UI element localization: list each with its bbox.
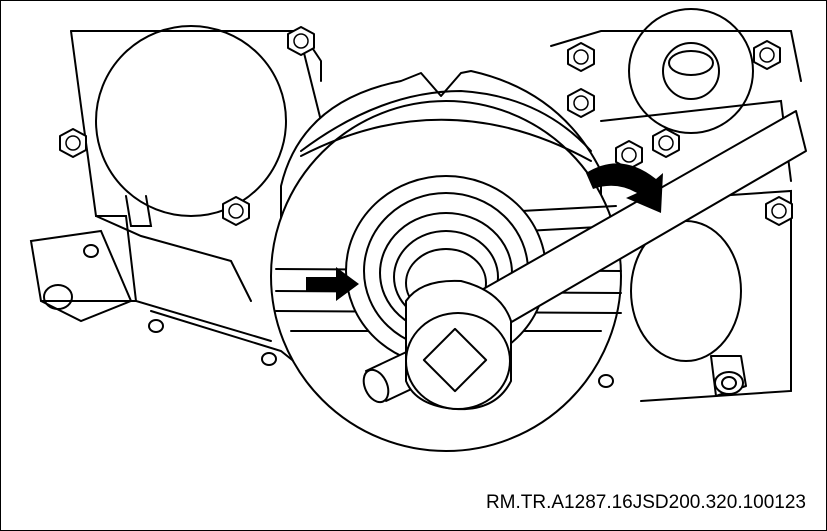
socket-head [405,279,512,411]
hex-bolt-icon [287,26,315,56]
flange-ring [628,8,754,134]
hex-bolt-icon [753,40,781,70]
hex-bolt-icon [765,196,793,226]
curved-arrow-clockwise-icon [586,163,663,213]
hex-bolt-icon [652,128,680,158]
round-cover [95,25,287,227]
square-drive-icon [422,327,488,393]
reference-code: RM.TR.A1287.16JSD200.320.100123 [485,492,806,513]
hex-bolt-icon [567,88,595,118]
hex-bolt-icon [567,42,595,72]
hex-bolt-icon [59,128,87,158]
hex-bolt-icon [222,196,250,226]
arrow-right-icon [306,267,359,301]
dowel-pin [710,355,747,397]
